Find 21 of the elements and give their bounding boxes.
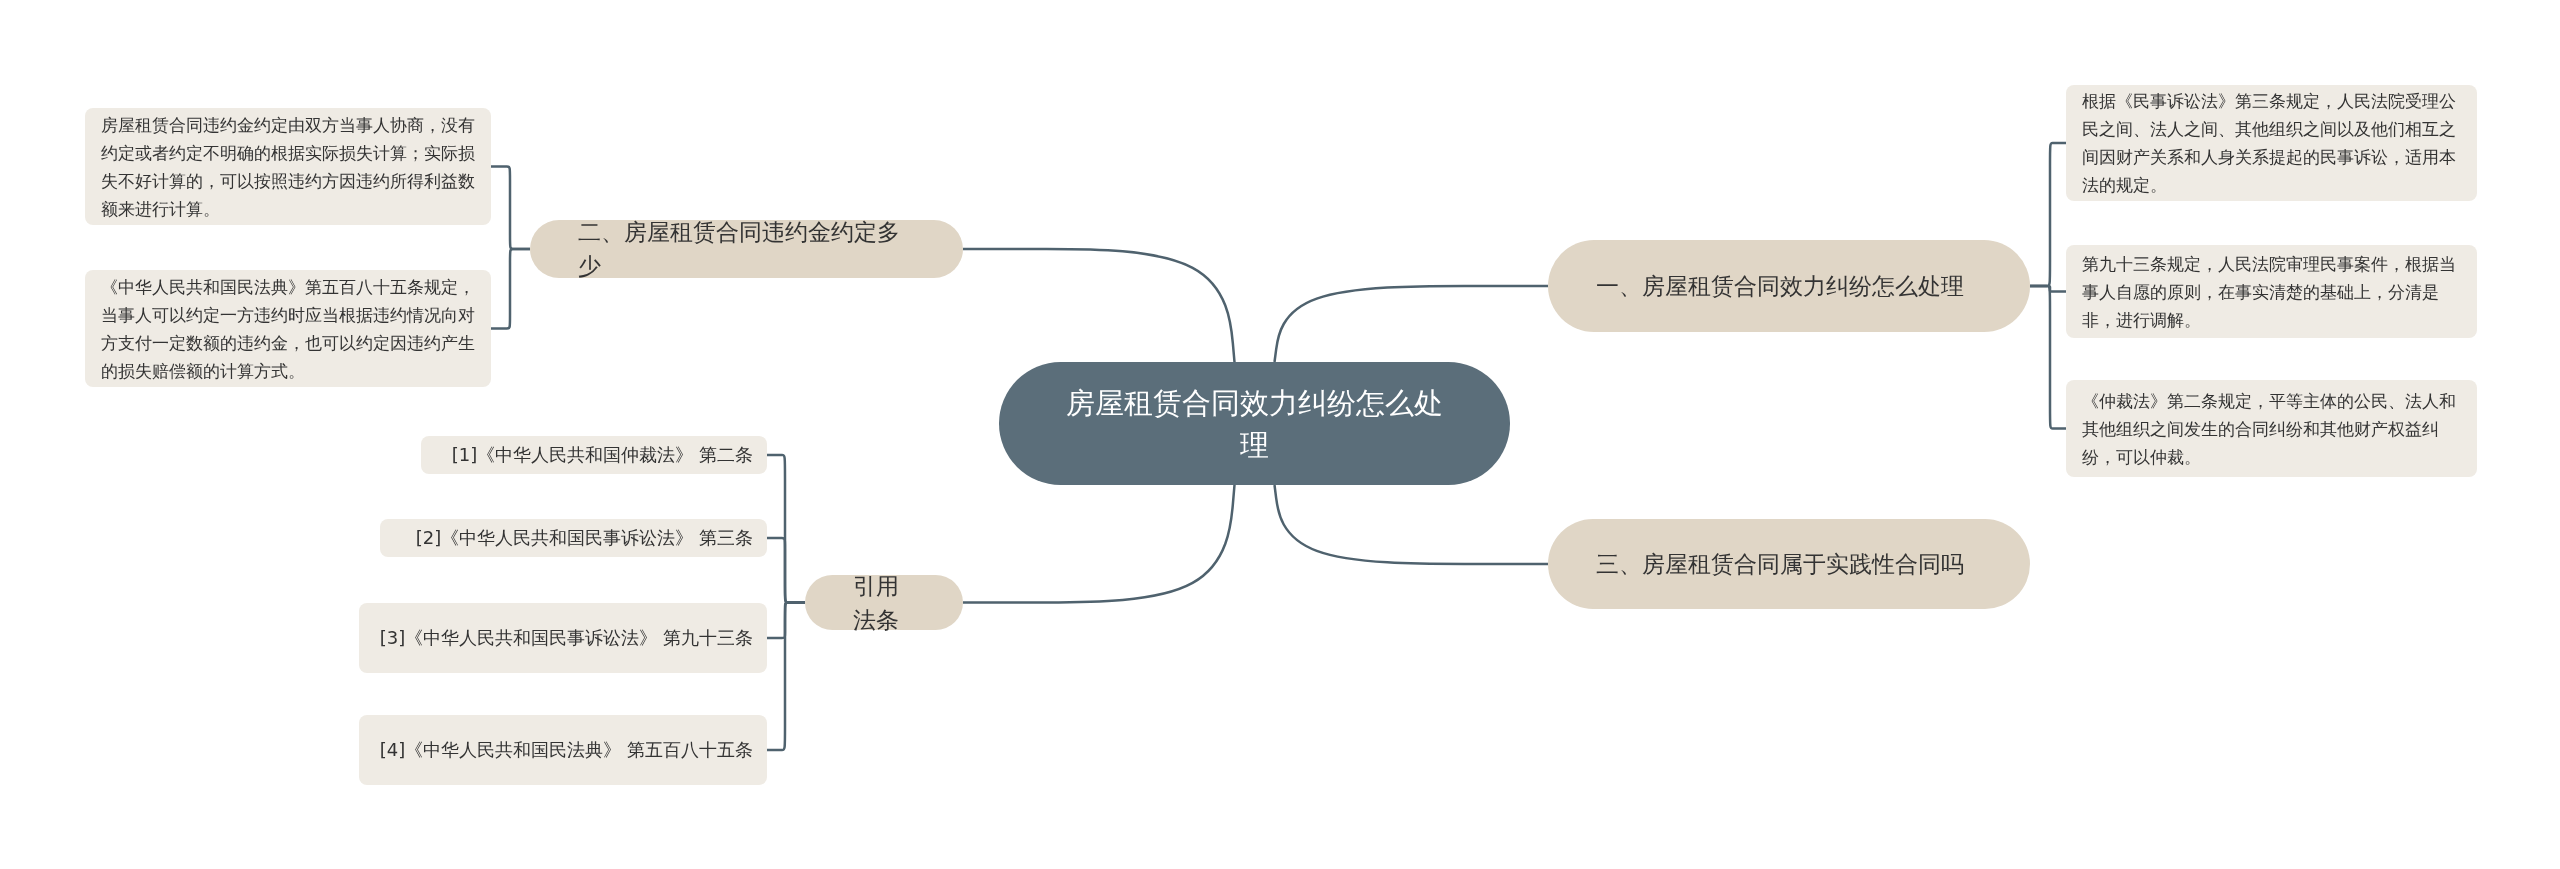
citation-card: [4]《中华人民共和国民法典》 第五百八十五条 [359,715,767,785]
topic-pill: 引用法条 [805,575,963,630]
citation-card: [1]《中华人民共和国仲裁法》 第二条 [421,436,767,474]
note-card: 根据《民事诉讼法》第三条规定，人民法院受理公民之间、法人之间、其他组织之间以及他们相互之间因财产关系和人身关系提起的民事诉讼，适用本法的规定。 [2066,85,2477,201]
citation-card: [3]《中华人民共和国民事诉讼法》 第九十三条 [359,603,767,673]
central-topic: 房屋租赁合同效力纠纷怎么处理 [999,362,1510,485]
topic-pill: 二、房屋租赁合同违约金约定多少 [530,220,963,278]
topic-pill: 三、房屋租赁合同属于实践性合同吗 [1548,519,2030,609]
topic-pill: 一、房屋租赁合同效力纠纷怎么处理 [1548,240,2030,332]
note-card: 《中华人民共和国民法典》第五百八十五条规定，当事人可以约定一方违约时应当根据违约情况向对方支付一定数额的违约金，也可以约定因违约产生的损失赔偿额的计算方式。 [85,270,491,387]
connector-line [963,484,1236,604]
note-card: 《仲裁法》第二条规定，平等主体的公民、法人和其他组织之间发生的合同纠纷和其他财产权益纠纷，可以仲裁。 [2066,380,2477,477]
connector-line [491,247,530,330]
connector-line [2030,284,2066,430]
note-card: 第九十三条规定，人民法院审理民事案件，根据当事人自愿的原则，在事实清楚的基础上，分清是非，进行调解。 [2066,245,2477,338]
connector-line [963,247,1236,363]
note-card: 房屋租赁合同违约金约定由双方当事人协商，没有约定或者约定不明确的根据实际损失计算；实际损失不好计算的，可以按照违约方因违约所得利益数额来进行计算。 [85,108,491,225]
connector-line [1273,284,1548,363]
connector-line [767,601,805,752]
citation-card: [2]《中华人民共和国民事诉讼法》 第三条 [380,519,767,557]
connector-line [1273,484,1548,566]
